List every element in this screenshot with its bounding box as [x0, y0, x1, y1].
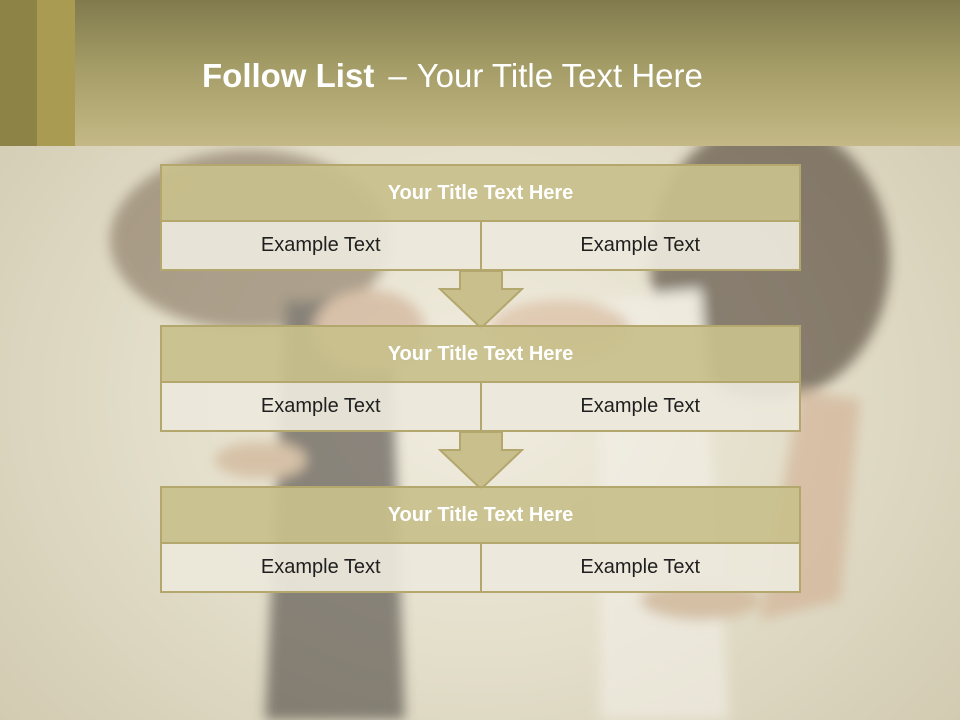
title-rest: Your Title Text Here [416, 57, 703, 94]
block-cell-right: Example Text [479, 544, 799, 591]
down-arrow-icon [438, 270, 524, 330]
block-title: Your Title Text Here [162, 166, 799, 222]
title-separator: – [388, 57, 407, 94]
list-block: Your Title Text Here Example Text Exampl… [160, 486, 801, 593]
block-title: Your Title Text Here [162, 488, 799, 544]
block-row: Example Text Example Text [162, 544, 799, 591]
block-row: Example Text Example Text [162, 222, 799, 269]
block-cell-right: Example Text [479, 383, 799, 430]
header-stripe [0, 0, 37, 146]
block-cell-right: Example Text [479, 222, 799, 269]
list-block: Your Title Text Here Example Text Exampl… [160, 325, 801, 432]
block-title: Your Title Text Here [162, 327, 799, 383]
block-row: Example Text Example Text [162, 383, 799, 430]
block-cell-left: Example Text [162, 544, 480, 591]
header-bar [0, 0, 960, 146]
block-cell-left: Example Text [162, 383, 480, 430]
list-block: Your Title Text Here Example Text Exampl… [160, 164, 801, 271]
title-bold: Follow List [202, 57, 375, 94]
block-cell-left: Example Text [162, 222, 480, 269]
header-stripe [37, 0, 75, 146]
down-arrow-icon [438, 431, 524, 491]
slide-title: Follow List–Your Title Text Here [202, 54, 703, 98]
